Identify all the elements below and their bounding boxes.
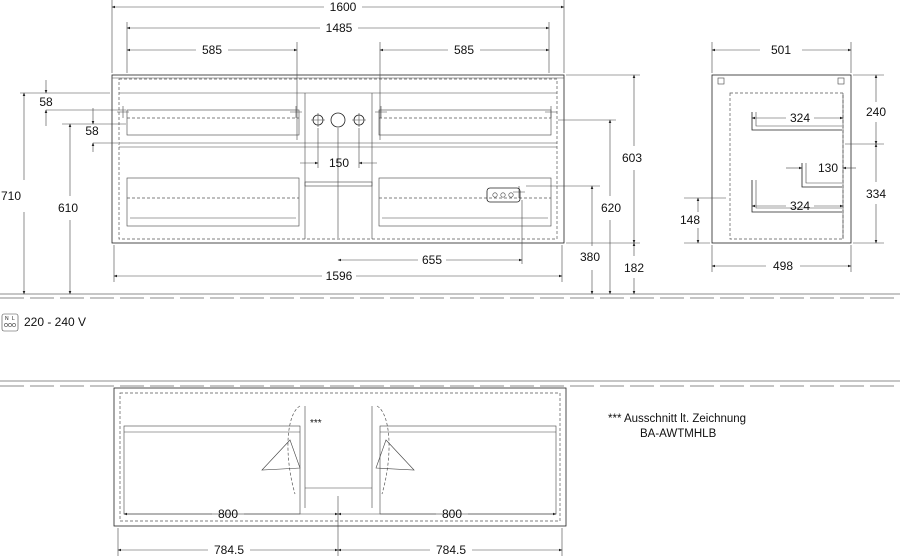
right-upper-drawer: [378, 109, 552, 136]
dim-width-bottom: 1596: [326, 269, 353, 283]
svg-text:N: N: [5, 316, 9, 322]
dim-height-603: 603: [622, 151, 642, 165]
dim-plan-right-800: 800: [442, 507, 462, 521]
power-supply: N L 220 - 240 V: [1, 313, 86, 332]
floor-line-top: [0, 293, 900, 299]
voltage-label: 220 - 240 V: [24, 315, 86, 329]
fixing-marks: [117, 106, 557, 198]
front-cabinet-outline: [111, 74, 565, 244]
water-connections: [311, 112, 366, 128]
dim-right-drawer: 585: [454, 43, 474, 57]
dim-top-band: 58: [39, 95, 53, 109]
left-lower-drawer: [126, 177, 300, 227]
dim-plan-right-784: 784.5: [436, 543, 466, 557]
dim-outlet-655: 655: [422, 253, 442, 267]
cutout-marker: ***: [310, 418, 322, 429]
dim-side-324-lower: 324: [790, 199, 810, 213]
dim-side-depth-bottom: 498: [773, 259, 793, 273]
dim-height-710: 710: [1, 189, 21, 203]
plug-icon: N L: [1, 313, 19, 332]
dim-plan-left-784: 784.5: [214, 543, 244, 557]
right-handle-outline: [375, 439, 415, 471]
dim-width-total: 1600: [330, 0, 357, 14]
dim-side-depth-top: 501: [771, 43, 791, 57]
dim-side-324-upper: 324: [790, 111, 810, 125]
side-view: 501 324 130 324 240 334 148 498: [680, 42, 886, 273]
dim-width-inner: 1485: [326, 21, 353, 35]
dim-second-band: 58: [85, 124, 99, 138]
dim-siphon-150: 150: [329, 156, 349, 170]
dim-left-drawer: 585: [202, 43, 222, 57]
dim-height-620: 620: [601, 201, 621, 215]
left-upper-drawer: [126, 109, 300, 136]
right-lower-drawer: [378, 177, 552, 227]
cutout-note-line2: BA-AWTMHLB: [640, 428, 717, 440]
dim-side-148: 148: [680, 213, 700, 227]
front-view: 1600 1485 585 585 58 58 710: [1, 0, 644, 295]
dim-side-240: 240: [866, 105, 886, 119]
side-cabinet-outline: [711, 74, 852, 244]
dim-side-130: 130: [818, 161, 838, 175]
dim-height-610: 610: [58, 201, 78, 215]
dim-plan-left-800: 800: [218, 507, 238, 521]
dim-height-182: 182: [624, 261, 644, 275]
plan-view: *** 800 800 784.5 784.5 *** Ausschnitt l…: [113, 387, 746, 557]
dim-height-380: 380: [580, 250, 600, 264]
cutout-note-line1: *** Ausschnitt lt. Zeichnung: [608, 413, 746, 425]
svg-text:L: L: [12, 316, 15, 322]
wall-line-plan: [0, 380, 900, 387]
plan-cabinet-outline: [113, 387, 567, 527]
left-handle-outline: [261, 439, 301, 471]
dim-side-334: 334: [866, 187, 886, 201]
power-socket: [486, 187, 521, 203]
